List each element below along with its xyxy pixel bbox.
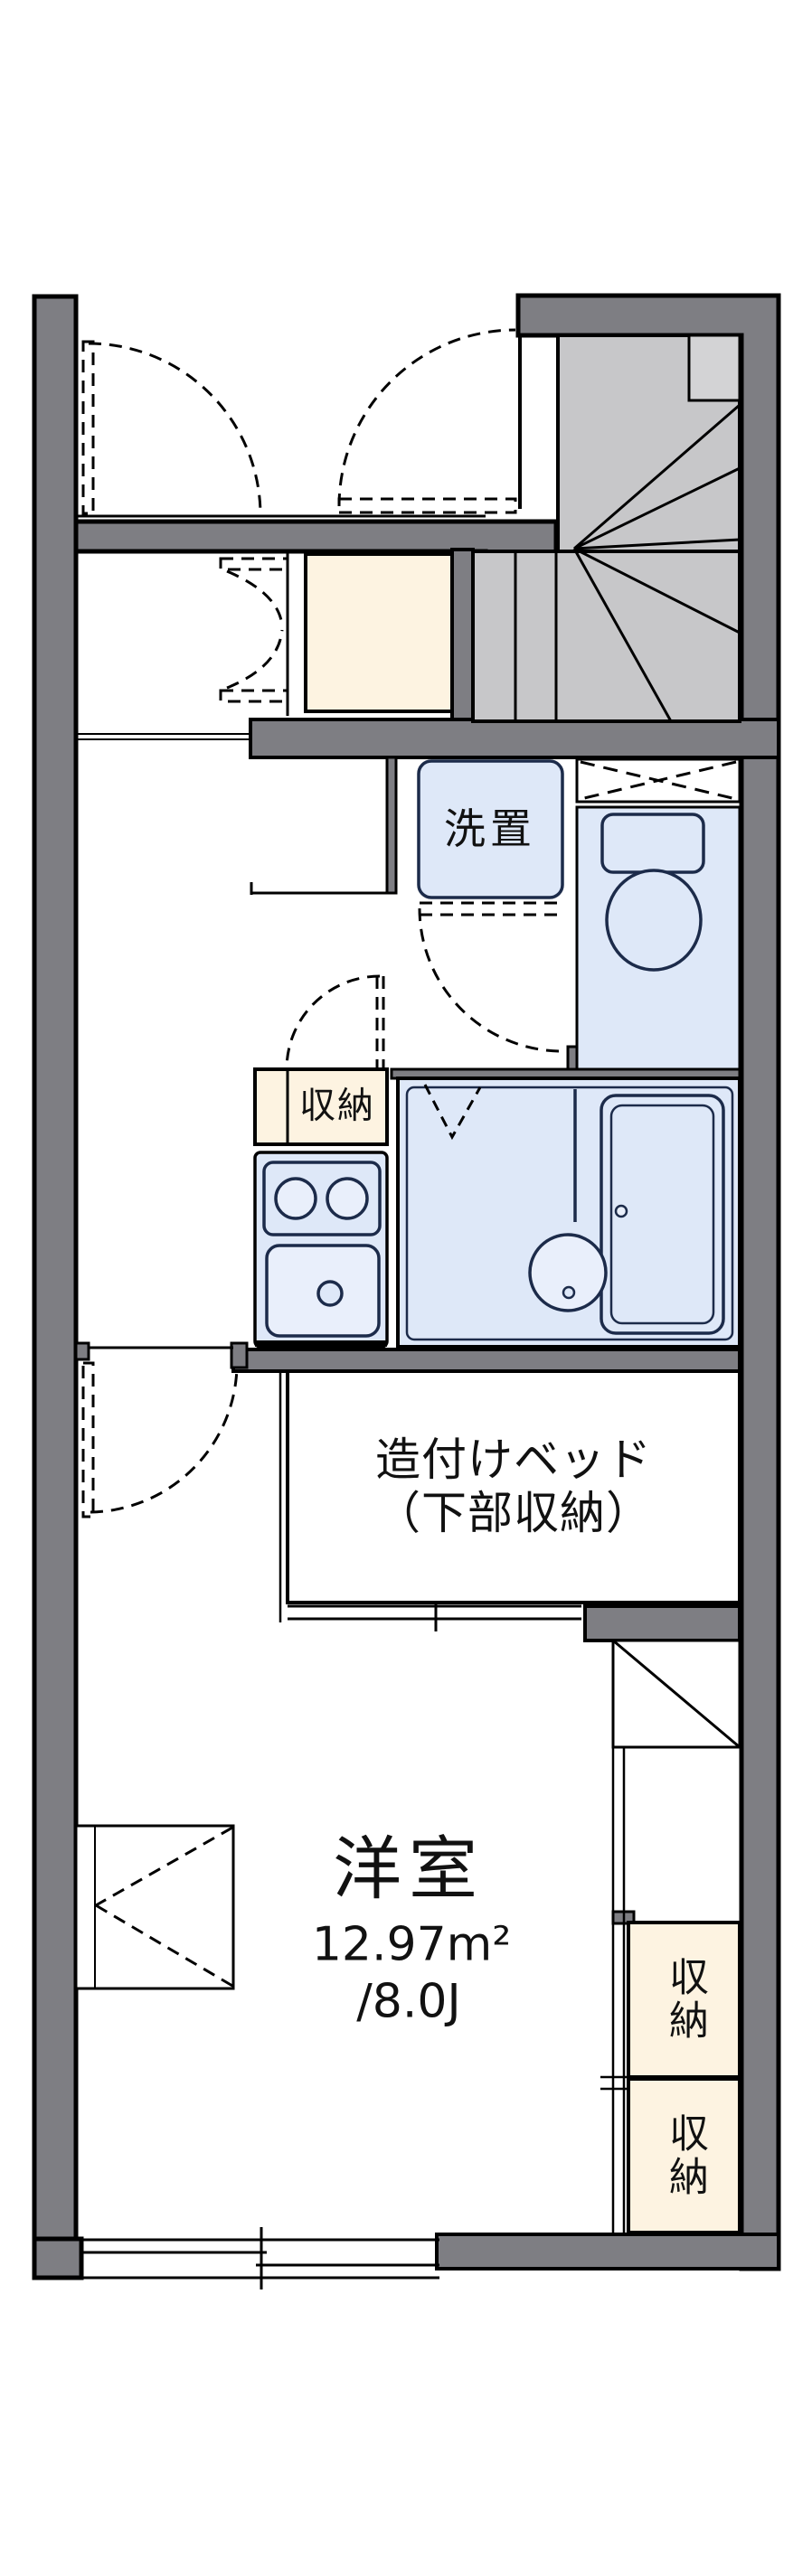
bed-label-line2: （下部収納） [375,1487,652,1539]
storage-lower-box [627,2077,741,2234]
closet-bifold-arc-bottom [226,629,284,690]
storage-upper-box [627,1921,741,2079]
bathtub-drain [614,1204,628,1218]
storage-lower-label: 収納 [661,2112,708,2199]
wall-bottom-band [435,2233,780,2270]
room-tatami-label: /8.0J [356,1974,461,2029]
room-window-open-top [95,1826,233,1907]
genkan-closet-door-leaf [81,340,95,515]
kitchen-burner-right [326,1177,369,1220]
room-name-label: 洋室 [333,1829,485,1910]
wall-mid-band [249,718,780,759]
entry-door-leaf [337,497,517,514]
furniture [74,1369,741,1990]
washing-machine-label: 洗置 [444,804,536,853]
kitchen-sink-drain [316,1280,344,1307]
closet-bifold-leaf-top [219,557,289,571]
kitchen-burner-left [274,1177,317,1220]
door-symbols [81,328,737,1988]
bath-floor [405,1086,734,1341]
storage-upper-label: 収納 [661,1956,708,2043]
wall-room-door-stub-left [74,1341,90,1361]
room-window-open-bottom [95,1904,233,1988]
closet-bifold-leaf-bottom [219,689,289,703]
stairs-upper-flight [556,334,741,553]
stairs-landing [687,334,741,402]
genkan-closet-door-arc [88,342,262,514]
built-in-bed [286,1369,741,1604]
staircase [471,334,741,723]
room-window-box [74,1824,235,1990]
wall-genkan-stairs-divider [450,548,475,725]
bed-label: 造付けベッド （下部収納） [375,1434,652,1540]
partition-lines [76,514,637,2289]
stairs-lower-flight [471,550,741,723]
room-area-label: 12.97m² [311,1917,512,1972]
room-door-arc [90,1366,239,1514]
corner-shelf-diagonal [612,1639,741,1749]
bath-basin [528,1233,608,1312]
wall-kitchen-nook-right [385,756,398,895]
kitchen-storage-box [253,1067,389,1146]
bath-folding-door [423,1084,482,1141]
room-door-leaf [81,1361,95,1518]
washroom-door-arc [418,907,563,1053]
kitchen-door-arc [285,974,381,1070]
wall-bottom-left-stub [32,2236,84,2280]
bed-label-line1: 造付けベッド [375,1434,652,1486]
entry-door-arc [337,328,516,507]
washing-machine-pan [417,759,564,899]
closet-bifold-arc-top [226,569,284,626]
wall-bed-top-band [231,1348,741,1373]
toilet-bowl [605,869,703,972]
toilet-tank [600,813,705,874]
cabinet-x-diag-b [580,760,737,801]
stair-treads [514,403,741,722]
bath-basin-drain [562,1285,576,1300]
bathtub-outer [600,1094,725,1335]
genkan-floor [304,552,454,713]
kitchen-counter-base [255,1340,387,1347]
bathtub-inner [609,1104,715,1325]
wall-room-door-stub-right [230,1341,249,1369]
kitchen-burner-panel [262,1161,382,1236]
wall-left [32,294,79,2280]
wall-bed-bottom-bar [583,1604,741,1642]
cream-areas [253,552,741,2234]
kitchen-storage-label: 収納 [299,1085,375,1127]
